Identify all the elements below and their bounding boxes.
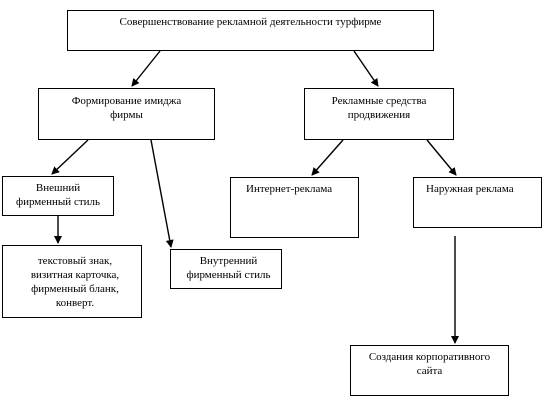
node-label-line: Внутренний (199, 255, 258, 267)
node-label-line: текстовый знак, (37, 255, 113, 267)
node-label-line: визитная карточка, (30, 269, 120, 281)
node-corporate-website: Создания корпоративного сайта (350, 345, 509, 396)
node-label-line: Рекламные средства (331, 95, 427, 107)
node-label-line: Совершенствование рекламной деятельности… (119, 16, 382, 28)
node-image-formation: Формирование имиджа фирмы (38, 88, 215, 140)
node-label-line: Формирование имиджа (71, 95, 182, 107)
arrow-image-to-internal-style (150, 139, 174, 248)
node-label-line: Создания корпоративного (368, 351, 491, 363)
node-label-line: фирменный бланк, (31, 283, 119, 295)
arrow-root-to-image (131, 50, 161, 87)
node-internal-corporate-style: Внутренний фирменный стиль (170, 249, 282, 289)
node-label-line: Наружная реклама (426, 183, 514, 195)
arrow-root-to-promo (353, 50, 379, 87)
node-label-line: продвижения (347, 109, 411, 121)
node-advertising-improvement: Совершенствование рекламной деятельности… (67, 10, 434, 51)
node-label-line: сайта (416, 365, 443, 377)
node-label-line: Интернет-реклама (246, 183, 333, 195)
node-label-line: фирменный стиль (186, 269, 271, 281)
node-internet-advertising: Интернет-реклама (230, 177, 359, 238)
node-label-line: Внешний (35, 182, 81, 194)
node-outdoor-advertising: Наружная реклама (413, 177, 542, 228)
arrow-promo-to-outdoor (426, 139, 457, 176)
node-promotion-means: Рекламные средства продвижения (304, 88, 454, 140)
node-label-line: фирменный стиль (15, 196, 101, 208)
arrow-promo-to-internet (311, 139, 344, 176)
node-external-corporate-style: Внешний фирменный стиль (2, 176, 114, 216)
arrow-image-to-external-style (51, 139, 89, 175)
node-identity-items: текстовый знак, визитная карточка, фирме… (2, 245, 142, 318)
node-label-line: конверт. (55, 297, 95, 309)
node-label-line: фирмы (110, 109, 143, 121)
